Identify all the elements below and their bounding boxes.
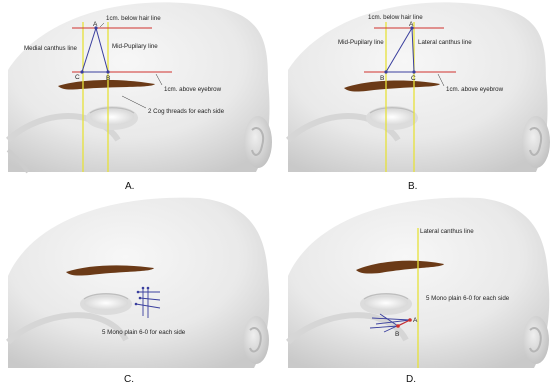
point-b-dot bbox=[384, 70, 387, 73]
label-medial-canthus: Medial canthus line bbox=[24, 45, 78, 52]
panel-b: 1cm. below hair line Mid-Pupilary line L… bbox=[288, 2, 550, 192]
label-hairline: 1cm. below hair line bbox=[106, 15, 161, 22]
label-lateral-canthus: Lateral canthus line bbox=[420, 228, 474, 235]
point-a: A bbox=[93, 21, 98, 28]
point-a-dot bbox=[408, 318, 412, 322]
panel-a: 1cm. below hair line Medial canthus line… bbox=[8, 2, 272, 192]
head-model bbox=[8, 198, 269, 368]
caption-a: A. bbox=[125, 181, 134, 192]
point-c-dot bbox=[80, 70, 83, 73]
label-threads: 5 Mono plain 6-0 for each side bbox=[426, 295, 510, 302]
label-brow: 1cm. above eyebrow bbox=[446, 86, 504, 93]
point-b-dot bbox=[106, 70, 109, 73]
point-c-dot bbox=[412, 70, 415, 73]
label-mid-pupilary: Mid-Pupilary line bbox=[112, 43, 158, 50]
label-brow: 1cm. above eyebrow bbox=[164, 86, 222, 93]
point-c: C bbox=[75, 74, 80, 81]
label-hairline: 1cm. below hair line bbox=[368, 14, 423, 21]
point-a: A bbox=[409, 21, 414, 28]
label-threads: 5 Mono plain 6-0 for each side bbox=[102, 329, 186, 336]
point-b-dot bbox=[396, 324, 400, 328]
panel-c: 5 Mono plain 6-0 for each side C. bbox=[8, 198, 269, 385]
point-b: B bbox=[106, 75, 110, 82]
label-mid-pupilary: Mid-Pupilary line bbox=[338, 39, 384, 46]
point-b: B bbox=[380, 75, 384, 82]
caption-c: C. bbox=[124, 374, 134, 385]
point-c: C bbox=[411, 75, 416, 82]
caption-d: D. bbox=[406, 374, 416, 385]
point-a: A bbox=[413, 317, 418, 324]
panel-d: Lateral canthus line 5 Mono plain 6-0 fo… bbox=[288, 198, 549, 385]
point-b: B bbox=[395, 331, 399, 338]
caption-b: B. bbox=[408, 181, 417, 192]
label-lateral-canthus: Lateral canthus line bbox=[418, 39, 472, 46]
label-threads: 2 Cog threads for each side bbox=[148, 108, 225, 115]
